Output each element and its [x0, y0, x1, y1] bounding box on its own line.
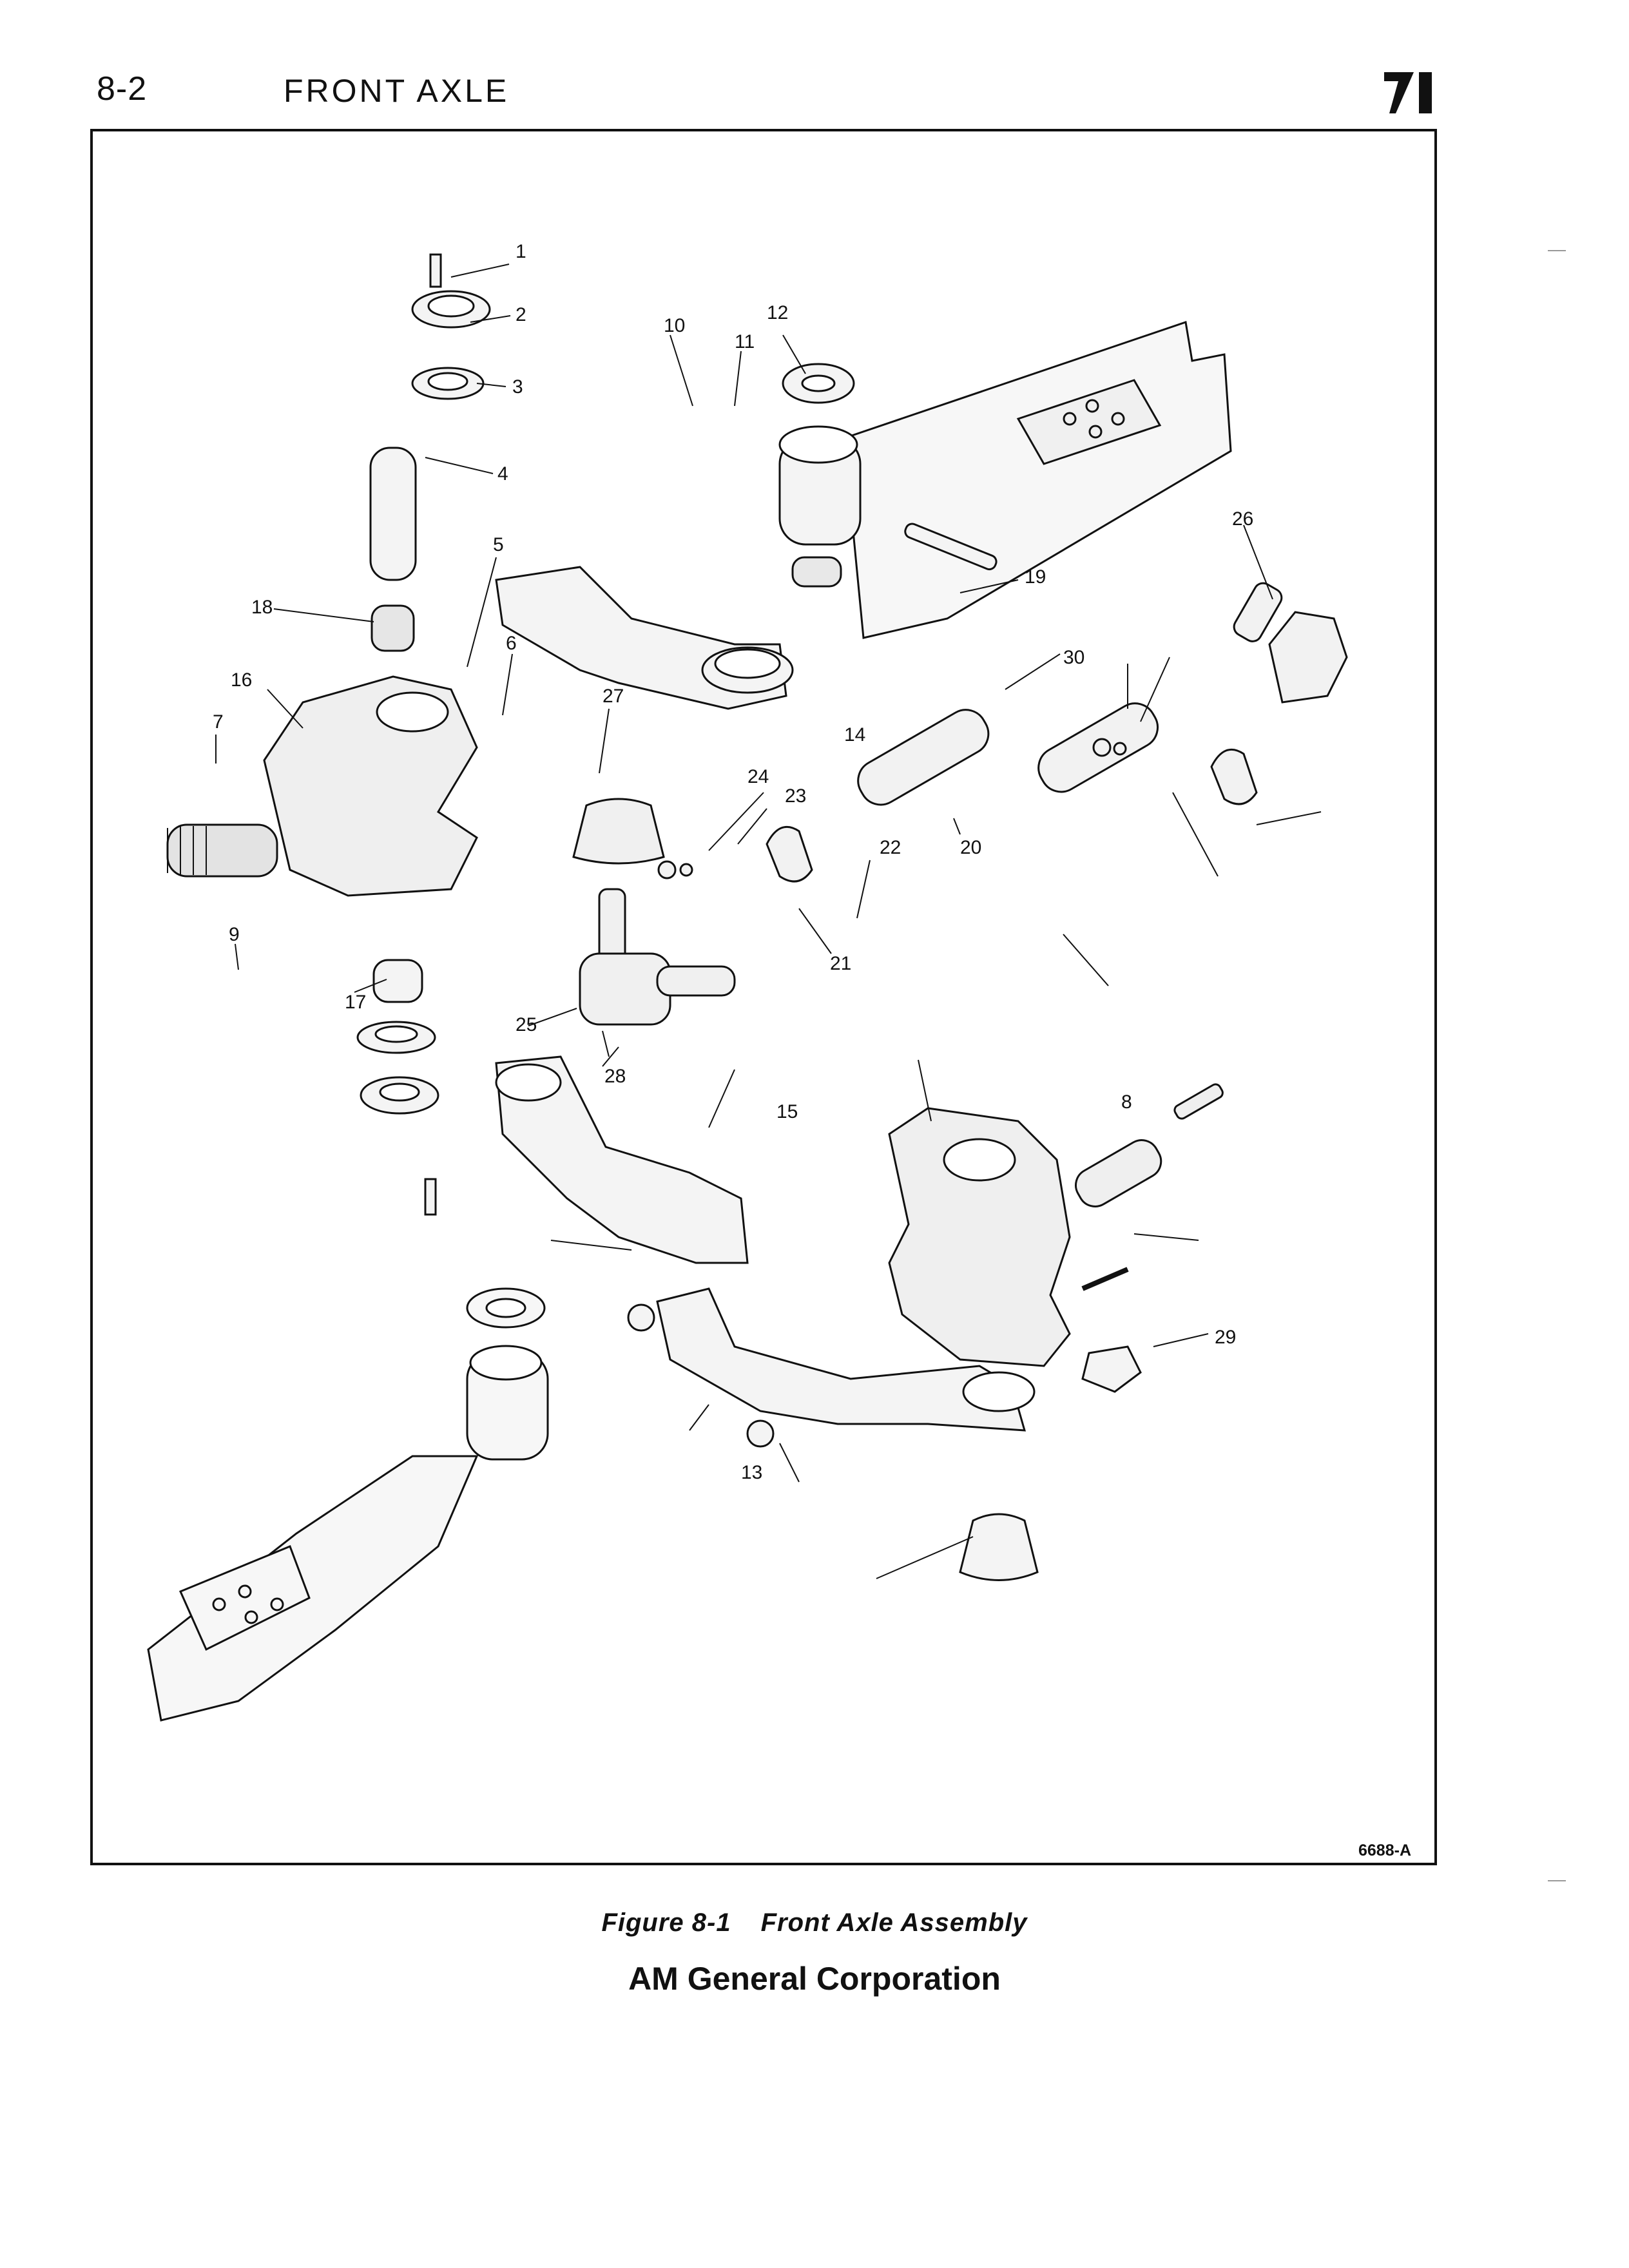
scan-mark: [1548, 250, 1566, 251]
callout-label: 12: [767, 302, 788, 323]
callout-label: 13: [741, 1462, 762, 1483]
scan-mark: [1548, 1880, 1566, 1881]
callout-label: 5: [493, 534, 504, 555]
steering-arm-upper: [495, 566, 794, 710]
pivot-bushing-upper: [778, 363, 998, 588]
callout-label: 2: [516, 304, 526, 325]
publisher-name: AM General Corporation: [628, 1961, 1001, 1997]
callout-label: 26: [1232, 508, 1253, 530]
steering-arm-lower: [495, 1055, 749, 1332]
steering-knuckle-right: [888, 1083, 1224, 1367]
section-title: FRONT AXLE: [284, 73, 510, 109]
tie-rod-parts: [657, 582, 1348, 883]
callout-label: 23: [785, 785, 806, 807]
callout-label: 1: [516, 241, 526, 262]
callout-label: 17: [345, 992, 366, 1013]
callout-label: 9: [229, 924, 240, 945]
callout-label: 27: [602, 686, 624, 707]
callout-label: 30: [1063, 647, 1084, 668]
caption-title: Front Axle Assembly: [760, 1908, 1028, 1937]
exploded-view-figure: 1 2 3 4 5 18 16 7 6 27 24 23 22 20 21 9 …: [90, 129, 1437, 1865]
callout-label: 14: [844, 724, 865, 745]
figure-caption: Figure 8-1 Front Axle Assembly: [0, 1908, 1629, 1937]
callout-label: 16: [231, 669, 252, 691]
callout-label: 7: [213, 711, 224, 733]
callout-label: 15: [776, 1101, 798, 1122]
callout-label: 24: [747, 766, 769, 787]
page-number: 8-2: [97, 70, 148, 108]
publisher-logo-icon: [1384, 72, 1432, 113]
callout-label: 21: [830, 953, 851, 974]
idler-arm-lower: [656, 1287, 1142, 1581]
steering-knuckle-left: [166, 675, 478, 897]
lower-parts-left: [356, 959, 439, 1216]
callout-label: 22: [880, 837, 901, 858]
callout-label: 28: [604, 1066, 626, 1087]
callout-label: 11: [735, 331, 755, 352]
callout-label: 18: [251, 597, 273, 618]
king-pin-stack-left: [369, 253, 491, 652]
callout-label: 20: [960, 837, 981, 858]
callout-label: 4: [497, 463, 508, 485]
figure-code: 6688-A: [1358, 1841, 1411, 1860]
caption-number: Figure 8-1: [601, 1908, 731, 1937]
callout-label: 29: [1215, 1327, 1236, 1348]
callout-label: 6: [506, 633, 517, 654]
lower-frame-bracket: [147, 1287, 549, 1722]
ball-socket-lower: [572, 798, 736, 1026]
upper-frame-bracket: [843, 321, 1232, 639]
callout-label: 25: [516, 1014, 537, 1035]
callout-label: 10: [664, 315, 685, 336]
callout-label: 8: [1121, 1091, 1132, 1113]
exploded-view-diagram: 1 2 3 4 5 18 16 7 6 27 24 23 22 20 21 9 …: [90, 129, 1437, 1865]
callout-label: 3: [512, 376, 523, 398]
callout-labels: 1 2 3 4 5 18 16 7 6 27 24 23 22 20 21 9 …: [213, 241, 1253, 1483]
callout-label: 19: [1025, 566, 1046, 588]
callout-leader-lines: [215, 264, 1322, 1579]
